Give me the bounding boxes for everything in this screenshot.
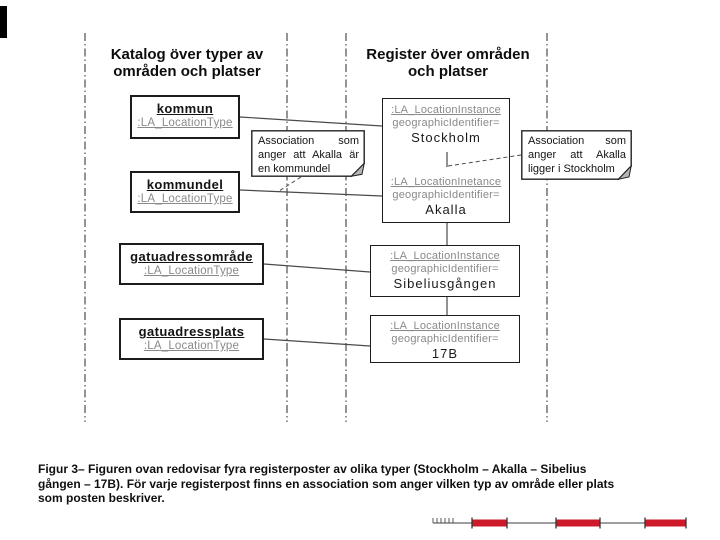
note-text-line: ligger i Stockholm [528, 163, 615, 175]
note-text-line: en kommundel [258, 163, 331, 175]
instance-classifier: :LA_LocationInstance [391, 104, 501, 116]
note-fold-corner [350, 161, 365, 177]
note-text-line: Association som [258, 135, 359, 147]
instance-classifier: :LA_LocationInstance [390, 320, 500, 332]
note-text-line: anger att Akalla [528, 149, 626, 161]
type-box-gatuadressplats: gatuadressplats :LA_LocationType [119, 318, 264, 360]
type-name: kommundel [146, 177, 224, 192]
left-column-header: Katalog över typer av områden och platse… [87, 46, 287, 80]
instance-attribute: geographicIdentifier= [391, 263, 499, 275]
type-classifier: :LA_LocationType [137, 193, 233, 205]
type-box-gatuadressomrade: gatuadressområde :LA_LocationType [119, 243, 264, 285]
note-fold-corner [617, 164, 632, 180]
instance-box-stockholm-akalla: :LA_LocationInstance geographicIdentifie… [382, 98, 510, 223]
instance-sibeliusgangen: :LA_LocationInstance geographicIdentifie… [371, 250, 519, 291]
uml-note-akalla-kommundel: Association som anger att Akalla är en k… [251, 130, 365, 177]
caption-line1: Figur 3– Figuren ovan redovisar fyra reg… [38, 462, 587, 476]
right-header-line2: och platser [407, 63, 489, 80]
instance-value: 17B [431, 346, 459, 361]
instance-value: Stockholm [411, 130, 481, 145]
page-edge-scan-mark [0, 6, 7, 38]
instance-attribute: geographicIdentifier= [391, 333, 499, 345]
figure-caption: Figur 3– Figuren ovan redovisar fyra reg… [38, 462, 690, 506]
right-column-header: Register över områden och platser [348, 46, 548, 80]
caption-line3: som posten beskriver. [38, 491, 165, 505]
caption-line2: gången – 17B). För varje registerpost fi… [38, 476, 615, 491]
left-header-line2: områden och platser [113, 63, 261, 80]
scale-bar-red-segment [472, 519, 507, 527]
instance-classifier: :LA_LocationInetance [390, 176, 502, 188]
note1-anchor-line [278, 176, 302, 192]
type-box-kommundel: kommundel :LA_LocationType [130, 171, 240, 213]
scale-bar-red-segment [645, 519, 686, 527]
association-gatuadressplats-17b [263, 338, 371, 347]
type-name: gatuadressområde [130, 249, 253, 264]
type-classifier: :LA_LocationType [143, 265, 240, 277]
note-text-line: Association som [528, 135, 626, 147]
instance-akalla: :LA_LocationInetance geographicIdentifie… [383, 176, 509, 217]
instance-stockholm: :LA_LocationInstance geographicIdentifie… [383, 104, 509, 145]
association-kommundel-akalla [239, 189, 383, 197]
instance-17b: :LA_LocationInstance geographicIdentifie… [371, 320, 519, 361]
type-box-kommun: kommun :LA_LocationType [130, 95, 240, 139]
scale-bar-red-segment [556, 519, 600, 527]
instance-classifier: :LA_LocationInstance [390, 250, 500, 262]
instance-box-17b: :LA_LocationInstance geographicIdentifie… [370, 315, 520, 363]
instance-value: Akalla [425, 202, 467, 217]
uml-note-akalla-stockholm: Association som anger att Akalla ligger … [521, 130, 632, 180]
type-name: gatuadressplats [138, 324, 245, 339]
note-shape [521, 130, 632, 180]
left-header-line1: Katalog över typer av [110, 46, 264, 63]
note-text-line: anger att Akalla är [258, 149, 359, 161]
instance-value: Sibeliusgången [393, 276, 497, 291]
type-name: kommun [156, 101, 214, 116]
scale-bar [432, 517, 687, 529]
instance-attribute: geographicIdentifier= [392, 189, 500, 201]
note-shape [251, 130, 365, 177]
instance-attribute: geographicIdentifier= [392, 117, 500, 129]
right-header-line1: Register över områden [366, 46, 530, 63]
instance-box-sibeliusgangen: :LA_LocationInstance geographicIdentifie… [370, 245, 520, 297]
type-classifier: :LA_LocationType [137, 117, 233, 129]
association-kommun-stockholm [239, 116, 383, 127]
type-classifier: :LA_LocationType [143, 340, 240, 352]
association-gatuadressomrade-sibeliusgangen [263, 263, 371, 273]
